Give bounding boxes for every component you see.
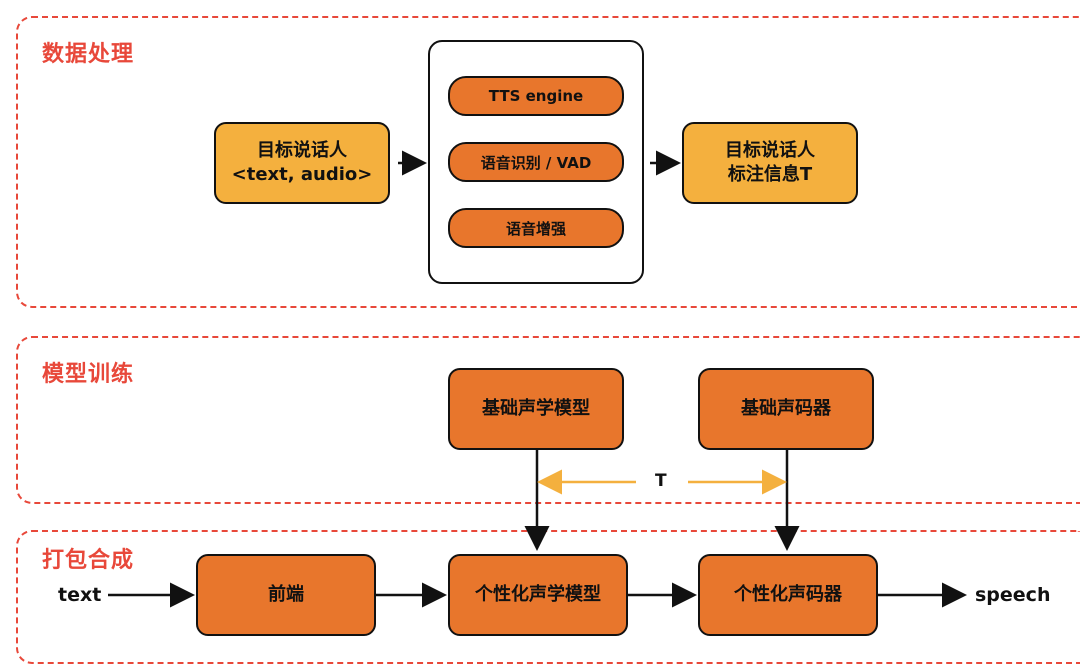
personal-vocoder-box: 个性化声码器 [698, 554, 878, 636]
target-speaker-output-box: 目标说话人 标注信息T [682, 122, 858, 204]
target-speaker-input-line2: <text, audio> [231, 164, 373, 185]
model-training-title: 模型训练 [42, 362, 135, 387]
tts-engine-pill: TTS engine [448, 76, 624, 116]
model-training-section [16, 336, 1080, 504]
asr-vad-pill: 语音识别 / VAD [448, 142, 624, 182]
packaging-title: 打包合成 [42, 548, 135, 573]
target-speaker-output-line1: 目标说话人 [725, 139, 815, 161]
base-acoustic-model-box: 基础声学模型 [448, 368, 624, 450]
data-processing-section [16, 16, 1080, 308]
base-vocoder-box: 基础声码器 [698, 368, 874, 450]
data-processing-title: 数据处理 [42, 42, 135, 67]
t-arrow-label: T [655, 471, 667, 491]
personal-acoustic-model-box: 个性化声学模型 [448, 554, 628, 636]
target-speaker-output-line2: 标注信息T [727, 164, 813, 185]
frontend-box: 前端 [196, 554, 376, 636]
speech-enhancement-pill: 语音增强 [448, 208, 624, 248]
input-text-label: text [58, 584, 102, 606]
output-speech-label: speech [975, 584, 1051, 606]
target-speaker-input-box: 目标说话人 <text, audio> [214, 122, 390, 204]
target-speaker-input-line1: 目标说话人 [257, 139, 347, 161]
